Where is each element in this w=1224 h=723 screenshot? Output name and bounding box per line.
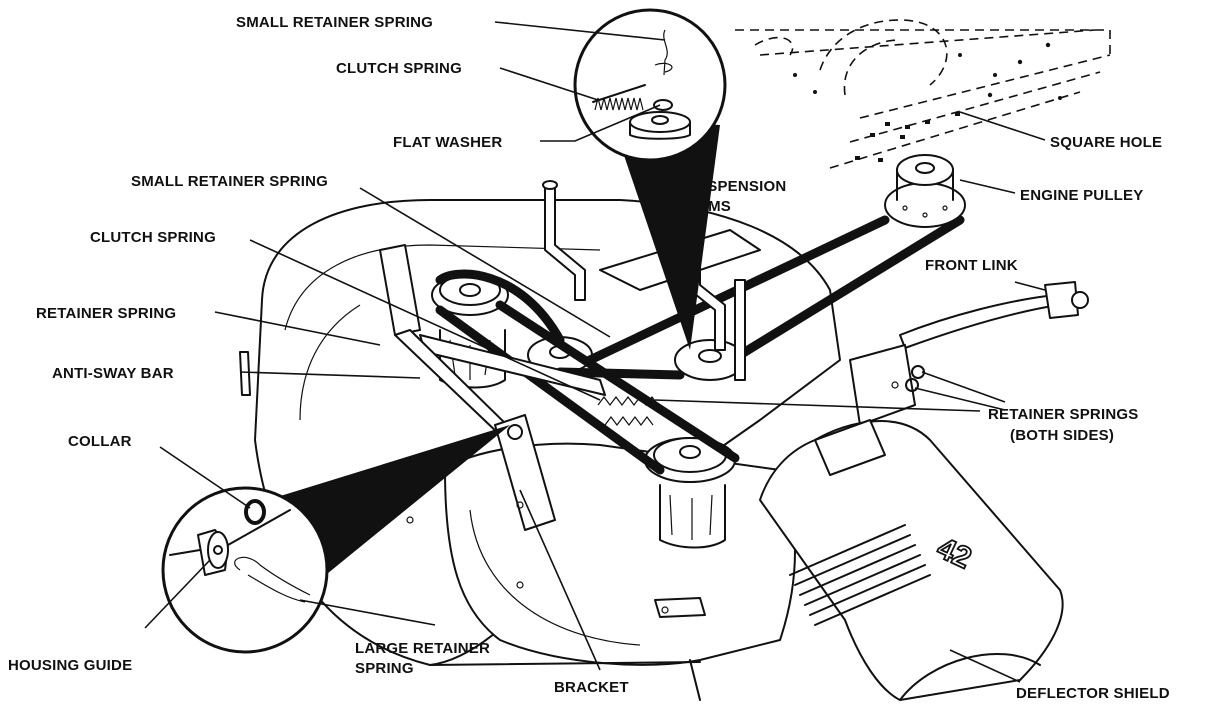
leader-lines [144,21,1046,683]
frame-holes [793,42,1062,162]
mower-deck-housing [239,199,841,701]
deflector-shield: 42 [759,419,1064,701]
left-spindle-pulley [431,274,509,389]
label-small-retainer-spring: SMALL RETAINER SPRING [131,173,328,190]
shield-ribs [789,524,931,626]
front-link [899,281,1089,349]
clutch-spring-coil [597,396,659,426]
collar-part [244,499,266,525]
label-collar: COLLAR [68,433,132,450]
label-retainer-springs-line2: (BOTH SIDES) [1010,427,1114,444]
flat-washer-part [653,99,673,111]
label-large-retainer-spring-line1: LARGE RETAINER [355,640,490,657]
label-front-link: FRONT LINK [925,257,1018,274]
label-retainer-springs-line1: RETAINER SPRINGS [988,406,1138,423]
label-clutch-spring: CLUTCH SPRING [90,229,216,246]
tractor-frame-outline [735,19,1111,169]
label-housing-guide: HOUSING GUIDE [8,657,132,674]
label-flat-washer: FLAT WASHER [393,134,502,151]
callout-labels: SMALL RETAINER SPRING CLUTCH SPRING FLAT… [8,14,1170,702]
label-large-retainer-spring-line2: SPRING [355,660,414,677]
label-deflector-shield: DEFLECTOR SHIELD [1016,685,1170,702]
label-square-hole: SQUARE HOLE [1050,134,1162,151]
flat-washer-detail-inset [573,8,727,350]
bracket [494,414,556,531]
front-bracket-plate [849,344,925,426]
label-suspension-arms-line1: SUSPENSION [686,178,786,195]
label-retainer-spring: RETAINER SPRING [36,305,176,322]
label-bracket: BRACKET [554,679,629,696]
center-spindle-pulley [644,437,736,549]
label-anti-sway-bar: ANTI-SWAY BAR [52,365,174,382]
clutch-spring-detail [592,84,646,111]
label-clutch-spring-top: CLUTCH SPRING [336,60,462,77]
label-small-retainer-spring-top: SMALL RETAINER SPRING [236,14,433,31]
label-suspension-arms-line2: ARMS [686,198,731,215]
housing-guide-detail-inset [161,425,510,654]
engine-pulley [884,154,966,228]
label-engine-pulley: ENGINE PULLEY [1020,187,1143,204]
